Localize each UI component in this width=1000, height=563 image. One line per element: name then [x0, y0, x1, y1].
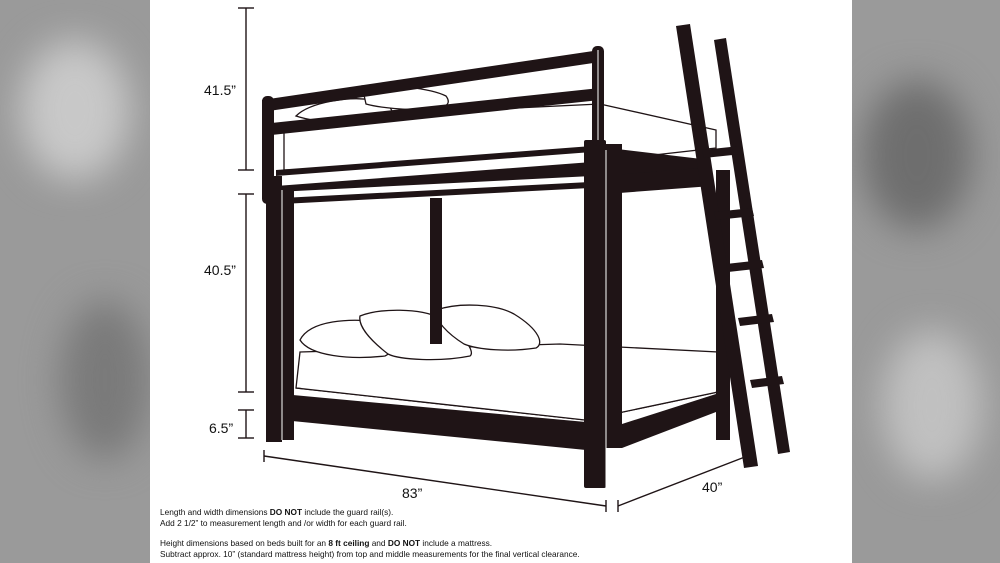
ladder-left-rail: [676, 24, 758, 468]
front-right-post: [584, 140, 606, 488]
upper-end-rail: [600, 168, 712, 194]
ladder-rung: [702, 146, 742, 158]
right-blurred-backdrop: [852, 0, 1000, 563]
note-line-1: Length and width dimensions DO NOT inclu…: [160, 507, 394, 517]
note-line-3: Height dimensions based on beds built fo…: [160, 538, 493, 548]
notes-block: Length and width dimensions DO NOT inclu…: [160, 507, 630, 559]
ladder-rung: [726, 260, 764, 272]
ladder-rung: [738, 314, 774, 326]
middle-height-label: 40.5”: [204, 262, 236, 278]
note-line-4: Subtract approx. 10” (standard mattress …: [160, 548, 580, 559]
dimension-lines: [238, 7, 751, 512]
bottom-height-label: 6.5”: [209, 420, 234, 436]
guard-rail-top: [262, 50, 600, 112]
lower-end-rail: [622, 394, 716, 448]
front-right-post-side: [606, 144, 622, 448]
length-line: [263, 455, 607, 507]
lower-side-rail: [282, 394, 586, 450]
width-line: [617, 454, 751, 507]
ladder-rung: [750, 376, 784, 388]
guard-rail-bottom: [262, 88, 600, 136]
left-blurred-backdrop: [0, 0, 150, 563]
length-label: 83”: [402, 485, 423, 501]
ladder-rung: [714, 208, 754, 220]
width-label: 40”: [702, 479, 723, 495]
back-post: [430, 198, 442, 344]
ladder-right-rail: [714, 38, 790, 454]
note-line-2: Add 2 1/2” to measurement length and /or…: [160, 517, 407, 528]
top-height-label: 41.5”: [204, 82, 236, 98]
lower-pillows: [299, 304, 541, 361]
bed-frame: [262, 24, 790, 488]
